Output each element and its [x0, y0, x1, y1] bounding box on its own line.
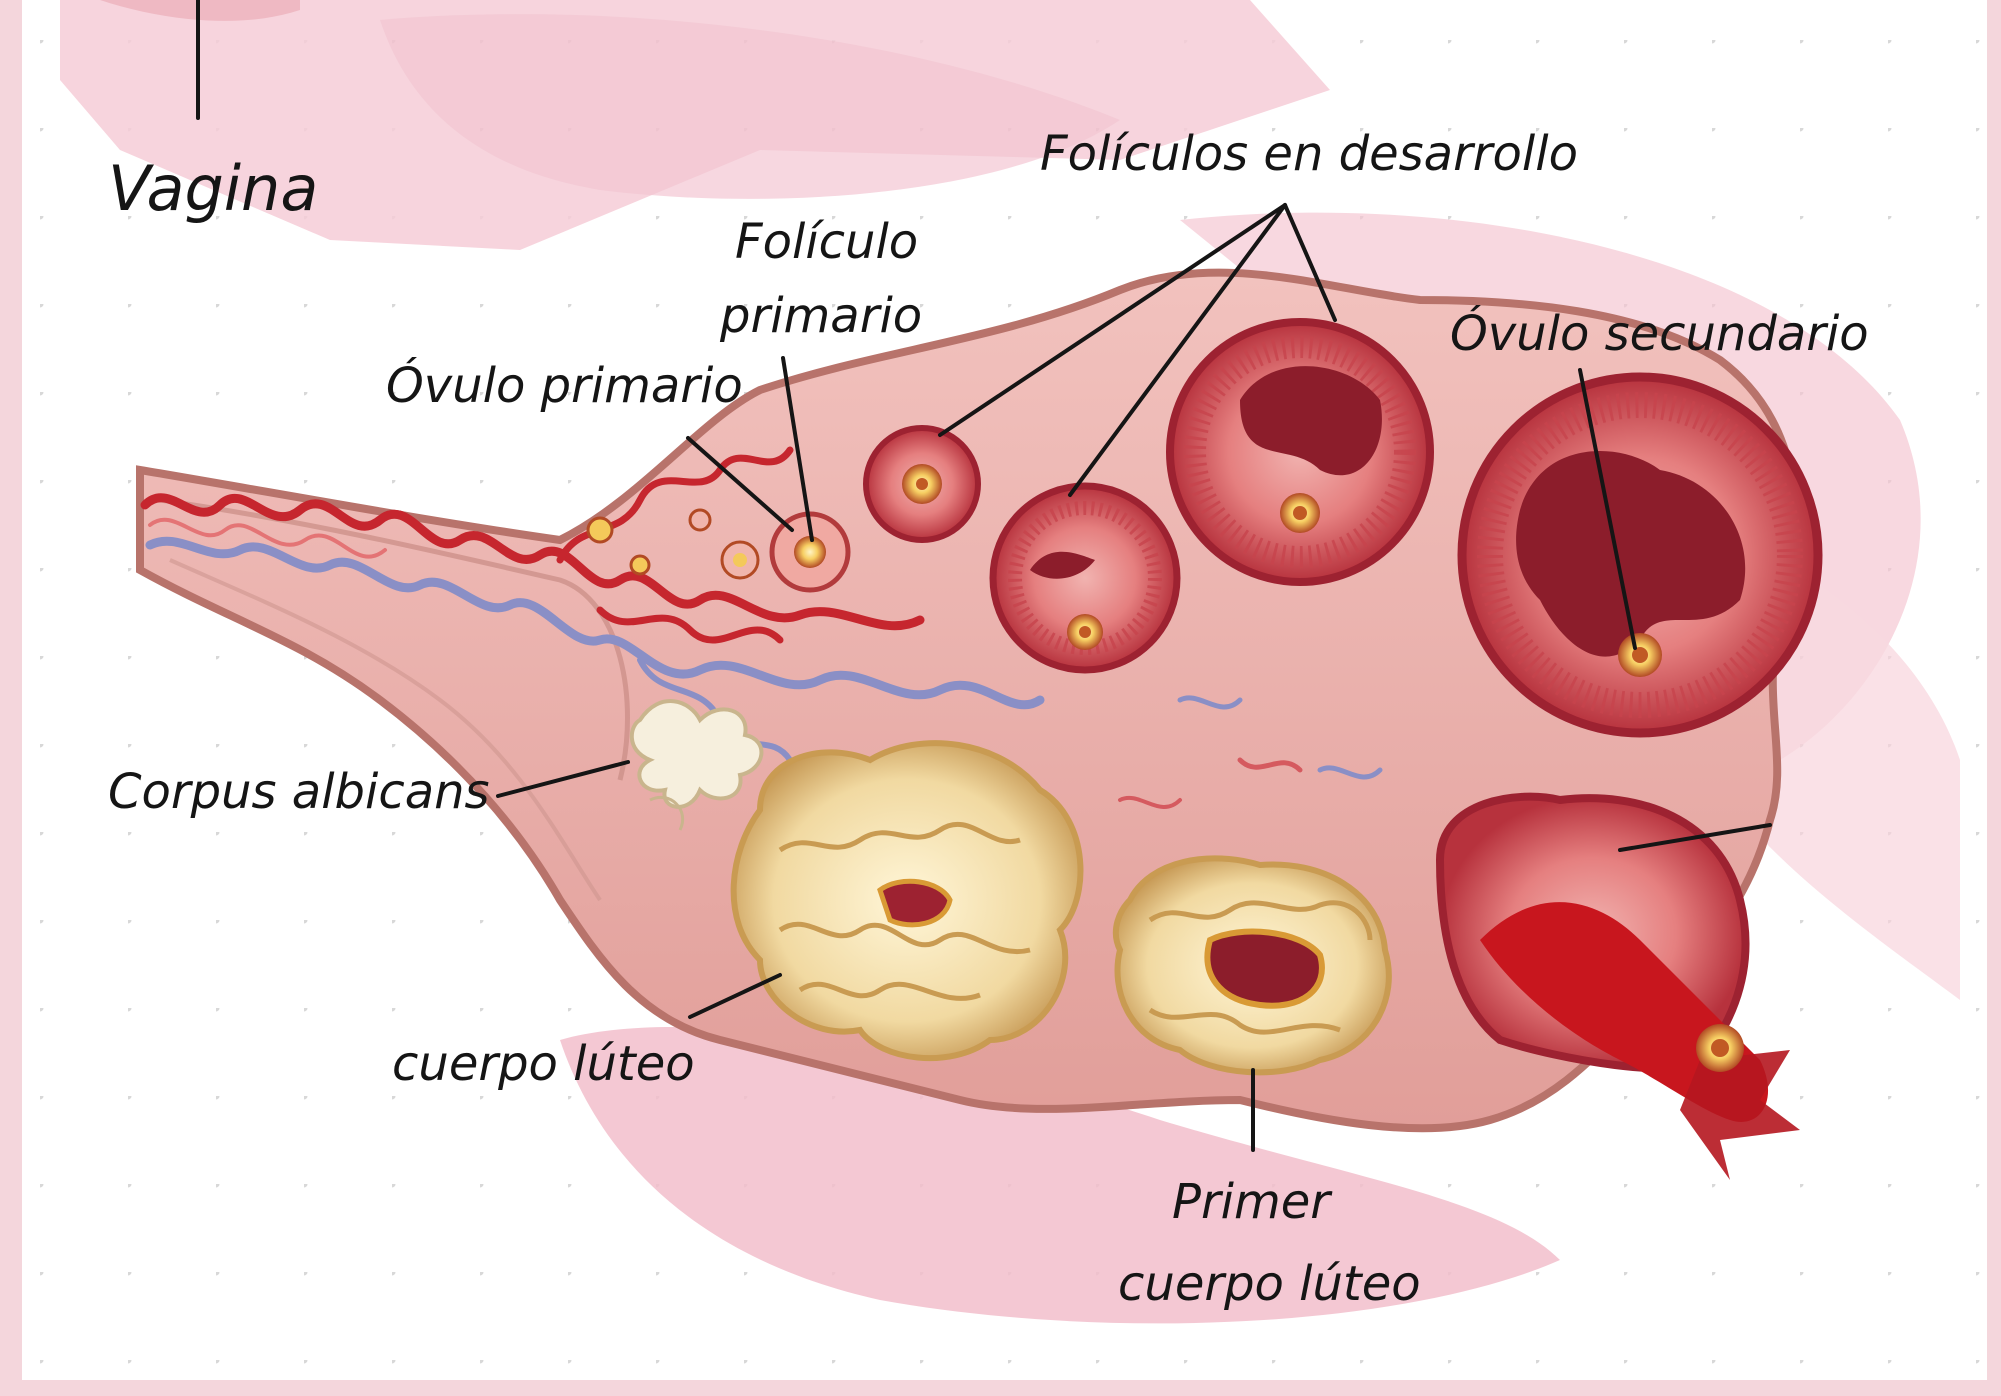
- first-corpus-luteum: [1116, 858, 1389, 1072]
- corpus-luteum: [734, 743, 1081, 1058]
- label-primary-follicle-line2: primario: [719, 288, 922, 344]
- developing-follicle-small: [866, 428, 978, 540]
- label-primary-ovum: Óvulo primario: [386, 357, 743, 414]
- label-developing-follicles: Folículos en desarrollo: [1040, 126, 1578, 182]
- label-vagina: Vagina: [108, 152, 318, 225]
- mature-follicle: [1462, 377, 1818, 733]
- label-primary-follicle-line1: Folículo: [735, 214, 918, 270]
- label-secondary-ovum: Óvulo secundario: [1450, 305, 1869, 362]
- label-first-corpus-luteum-line1: Primer: [1172, 1174, 1333, 1230]
- developing-follicle-large: [1170, 322, 1430, 582]
- developing-follicle-medium: [993, 486, 1177, 670]
- label-first-corpus-luteum-line2: cuerpo lúteo: [1118, 1256, 1421, 1312]
- label-corpus-albicans: Corpus albicans: [108, 764, 490, 820]
- label-corpus-luteum: cuerpo lúteo: [392, 1036, 695, 1092]
